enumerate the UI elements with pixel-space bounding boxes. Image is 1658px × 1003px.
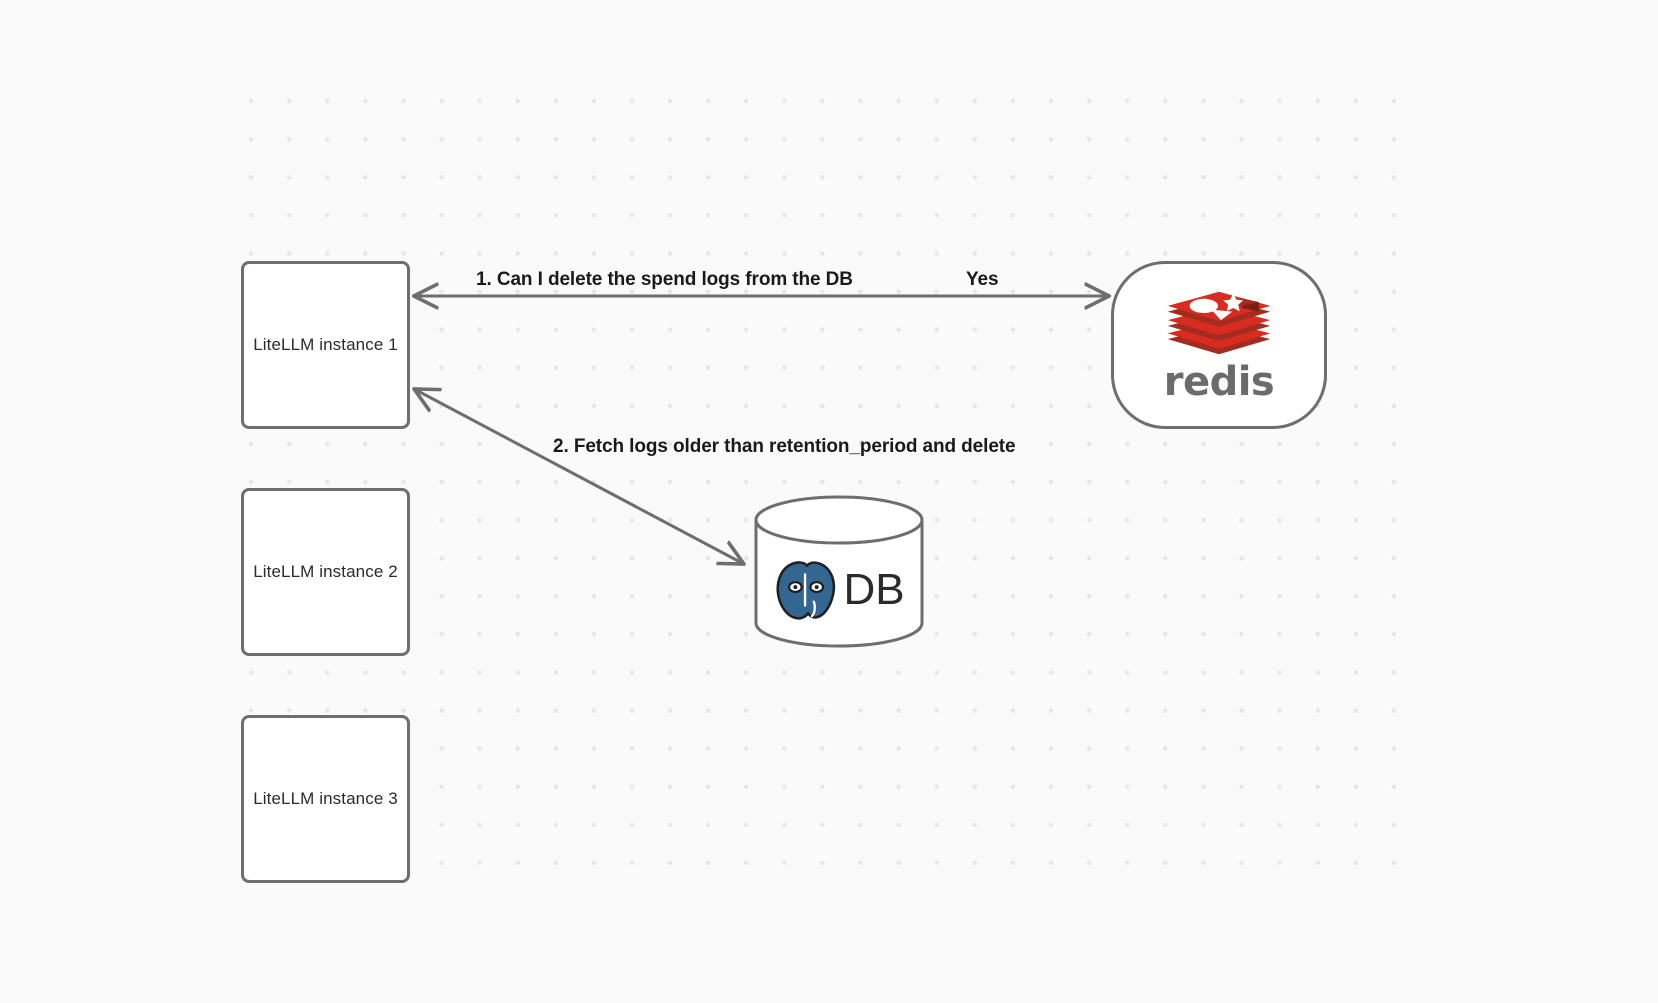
db-content: DB (753, 494, 925, 649)
edge-label-step-2: 2. Fetch logs older than retention_perio… (553, 436, 1016, 457)
node-label: LiteLLM instance 1 (253, 335, 398, 354)
node-redis[interactable]: redis (1111, 261, 1327, 429)
edge-label-step-1-question: 1. Can I delete the spend logs from the … (476, 269, 853, 290)
redis-wordmark: redis (1163, 359, 1275, 405)
node-litellm-instance-2[interactable]: LiteLLM instance 2 (241, 488, 410, 656)
redis-logo: redis (1161, 286, 1277, 404)
edge-label-step-1-answer: Yes (966, 269, 999, 290)
node-database[interactable]: DB (753, 494, 925, 649)
redis-stack-icon (1167, 291, 1271, 355)
node-label: LiteLLM instance 3 (253, 789, 398, 808)
edge-instance1-db (416, 390, 742, 563)
postgresql-elephant-icon (775, 560, 838, 620)
node-label: LiteLLM instance 2 (253, 562, 398, 581)
node-litellm-instance-1[interactable]: LiteLLM instance 1 (241, 261, 410, 429)
node-litellm-instance-3[interactable]: LiteLLM instance 3 (241, 715, 410, 883)
db-label: DB (843, 564, 905, 614)
